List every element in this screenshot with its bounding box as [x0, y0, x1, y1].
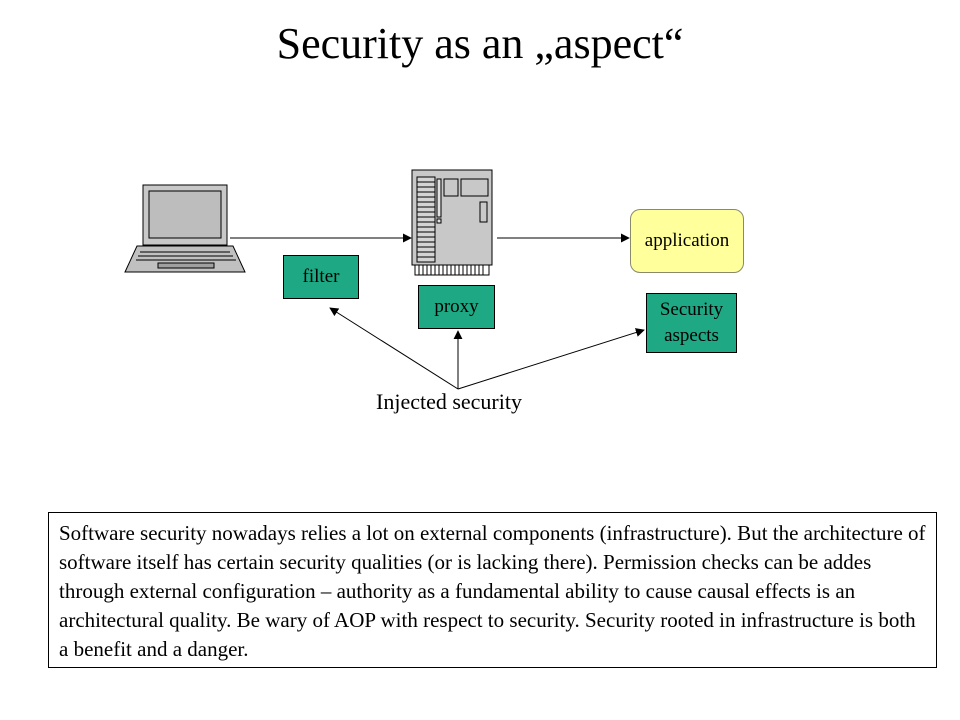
arrow-injected-to-filter — [329, 307, 459, 390]
application-box: application — [630, 209, 744, 273]
proxy-box: proxy — [418, 285, 495, 329]
injected-security-label: Injected security — [376, 389, 522, 414]
arrow-injected-to-security-aspects — [457, 328, 645, 390]
security-aspects-box: Security aspects — [646, 293, 737, 353]
filter-box: filter — [283, 255, 359, 299]
server-icon — [411, 169, 493, 276]
notes-box: Software security nowadays relies a lot … — [48, 512, 937, 668]
slide-title: Security as an „aspect“ — [276, 19, 684, 68]
laptop-icon — [124, 184, 246, 273]
